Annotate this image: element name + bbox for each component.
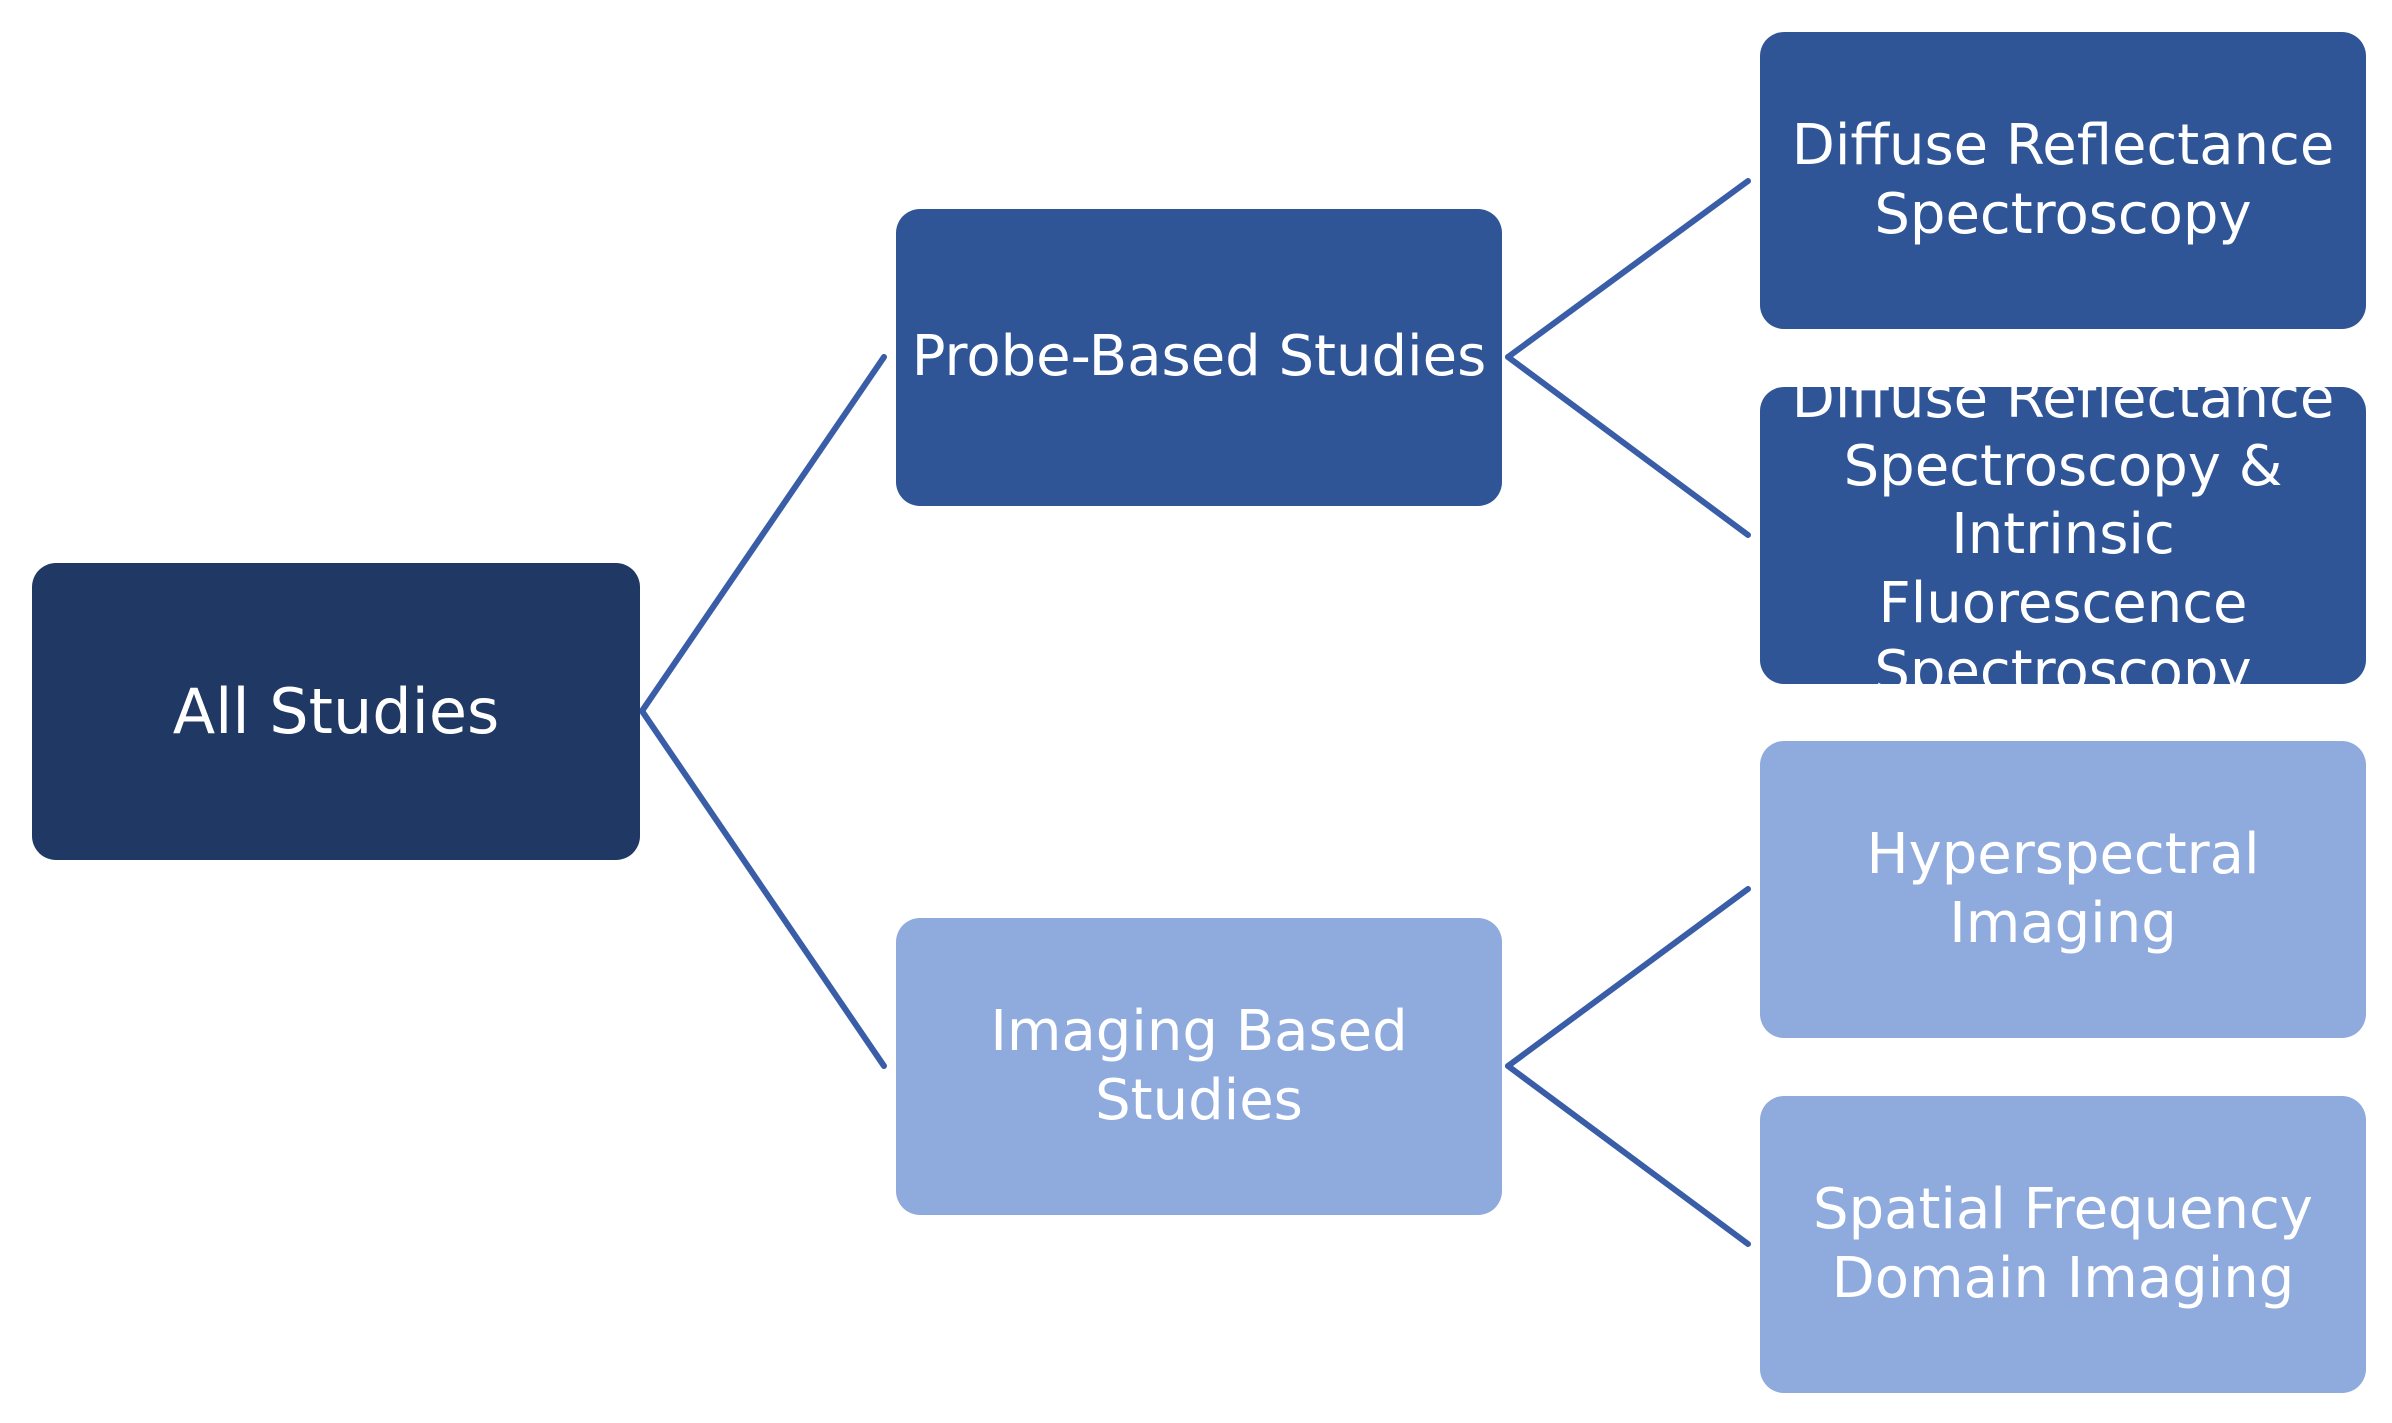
node-probe-based-studies-label: Probe-Based Studies <box>911 324 1487 390</box>
edge-imaging-sfdi <box>1505 1063 1751 1247</box>
node-imaging-based-studies-label: Imaging Based Studies <box>990 999 1408 1133</box>
node-all-studies-label: All Studies <box>172 674 500 748</box>
node-hyperspectral-imaging: Hyperspectral Imaging <box>1760 741 2366 1038</box>
node-spatial-frequency-domain-imaging: Spatial Frequency Domain Imaging <box>1760 1096 2366 1393</box>
edge-root-probe <box>639 354 887 714</box>
node-hyperspectral-imaging-label: Hyperspectral Imaging <box>1866 822 2260 956</box>
node-diffuse-reflectance-spectroscopy: Diffuse Reflectance Spectroscopy <box>1760 32 2366 329</box>
node-drs-and-intrinsic-fluorescence-label: Diffuse Reflectance Spectroscopy & Intri… <box>1791 365 2335 704</box>
node-probe-based-studies: Probe-Based Studies <box>896 209 1502 506</box>
edge-imaging-hsi <box>1505 886 1751 1069</box>
edge-probe-drs-ifs <box>1505 354 1751 538</box>
node-all-studies: All Studies <box>32 563 640 860</box>
node-drs-and-intrinsic-fluorescence: Diffuse Reflectance Spectroscopy & Intri… <box>1760 366 2366 704</box>
edge-probe-drs <box>1505 178 1751 360</box>
node-spatial-frequency-domain-imaging-label: Spatial Frequency Domain Imaging <box>1813 1177 2313 1311</box>
edge-root-imaging <box>639 708 887 1069</box>
node-diffuse-reflectance-spectroscopy-label: Diffuse Reflectance Spectroscopy <box>1791 113 2335 247</box>
node-imaging-based-studies: Imaging Based Studies <box>896 918 1502 1215</box>
